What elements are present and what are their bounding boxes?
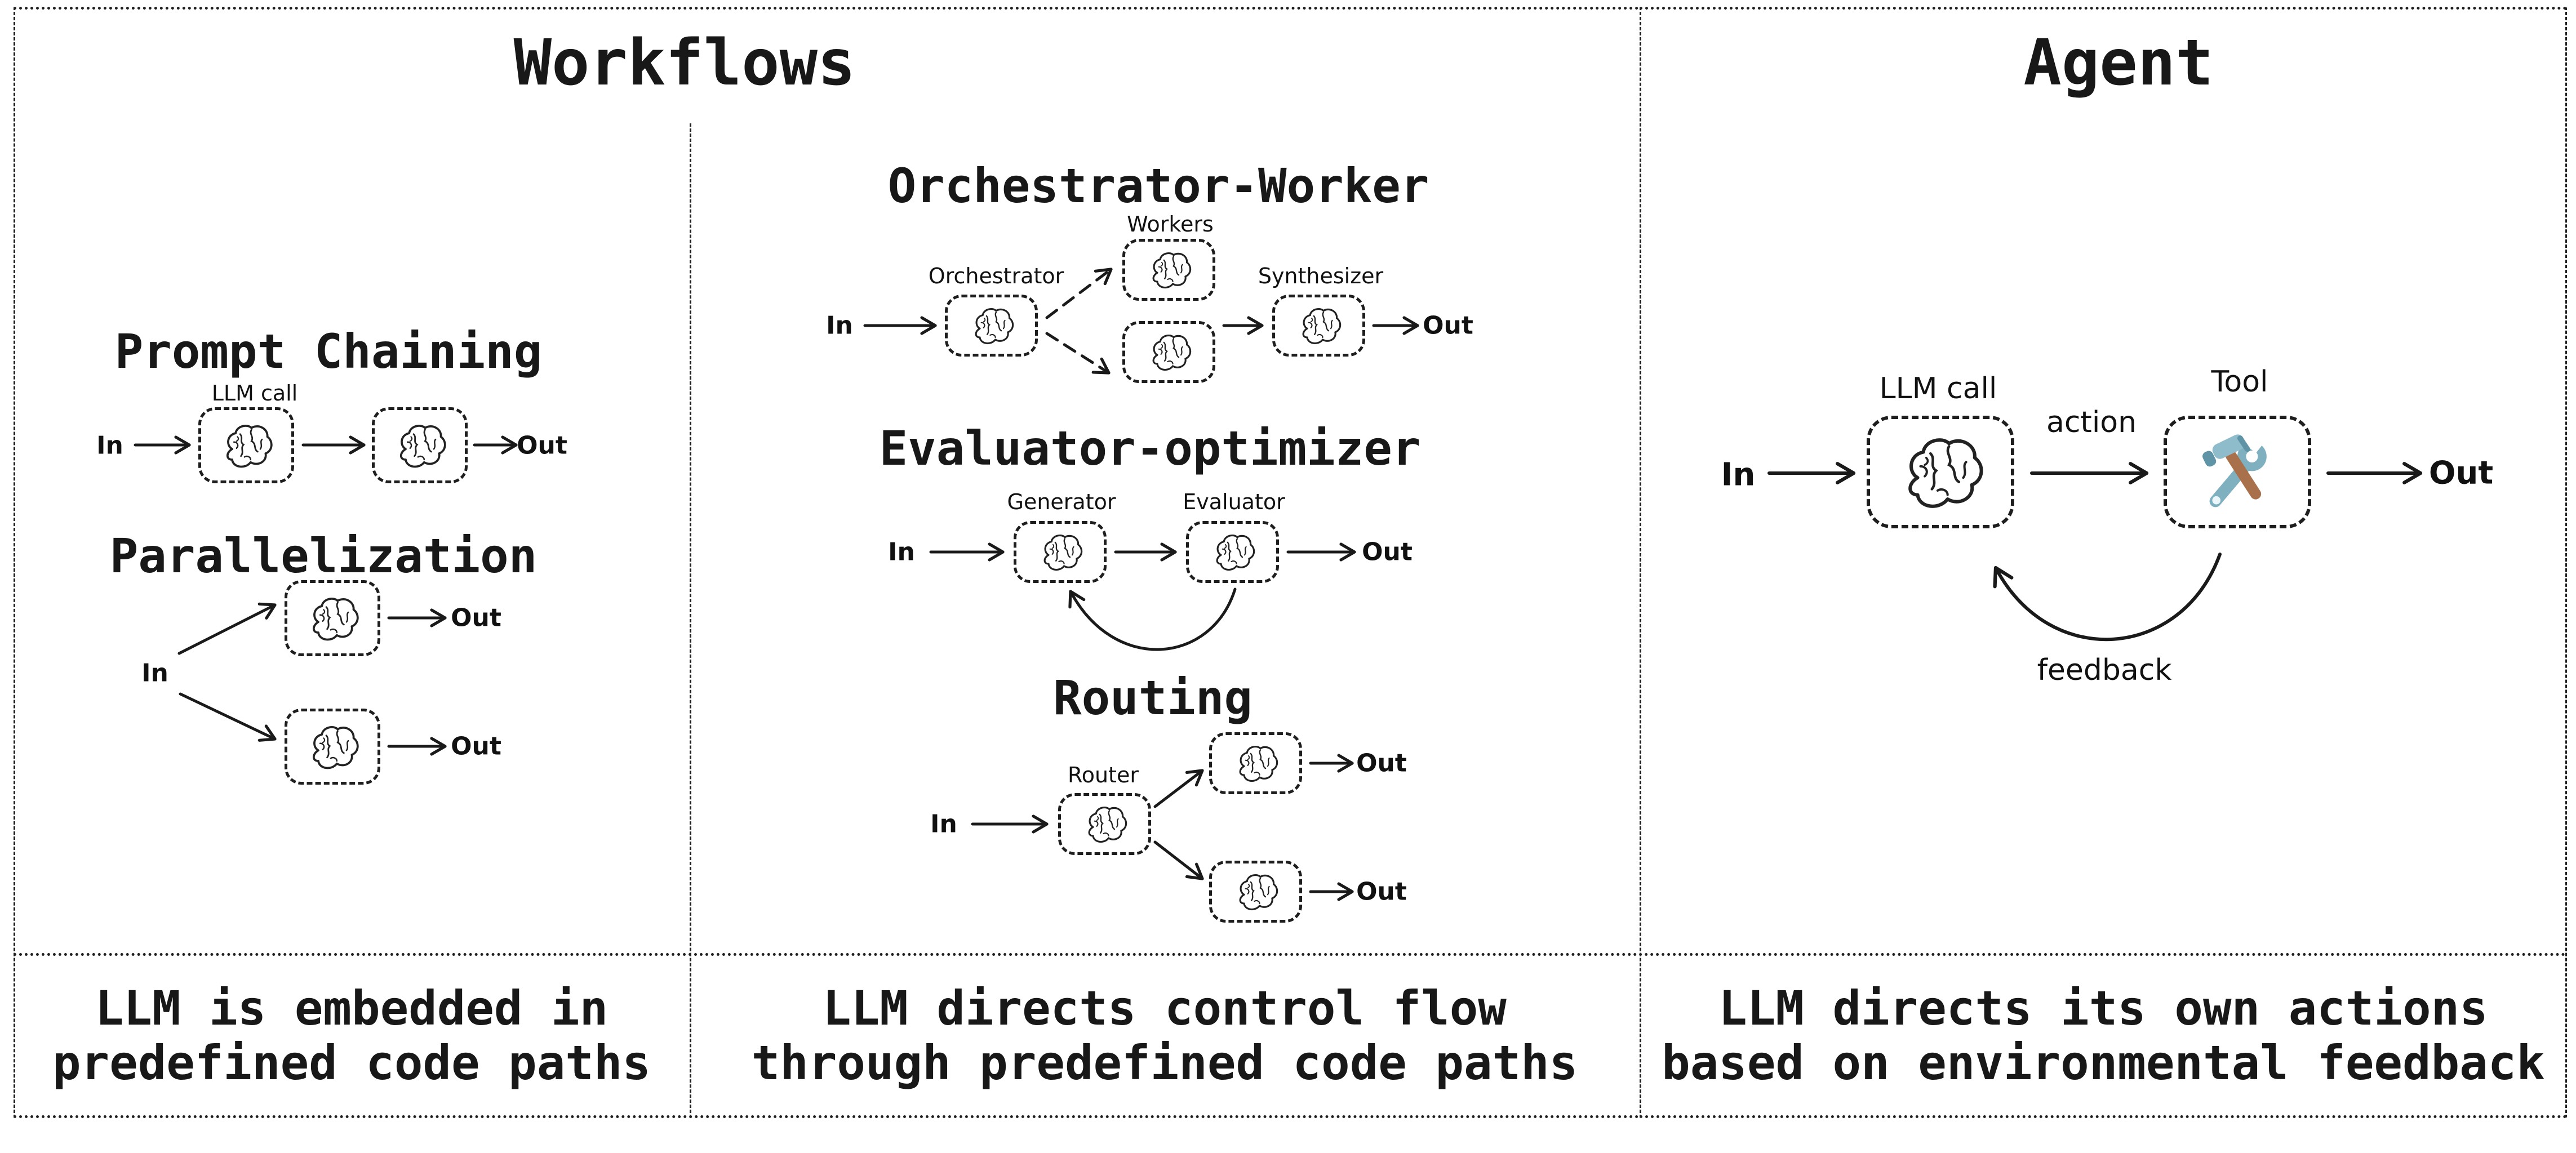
prompt-chaining-in-label: In [96,431,123,460]
caption-line: through predefined code paths [751,1035,1578,1090]
prompt-chaining-llm-call-label: LLM call [211,381,298,406]
caption-line: based on environmental feedback [1662,1035,2545,1090]
caption-line: predefined code paths [52,1035,651,1090]
brain-icon [968,302,1015,349]
router-label: Router [1068,763,1139,787]
evaluator-node [1186,521,1279,583]
agent-llm-call-node [1867,416,2014,528]
orchestrator-worker-in-label: In [826,311,853,340]
prompt-chaining-llm-node-2 [372,407,468,483]
routing-target-node-bottom [1209,861,1302,923]
synthesizer-node [1272,295,1365,357]
brain-icon [1895,426,1986,518]
routing-heading: Routing [1052,670,1253,725]
prompt-chaining-out-label: Out [517,431,567,460]
orchestrator-worker-out-label: Out [1423,311,1473,340]
routing-in-label: In [930,809,957,839]
prompt-chaining-heading: Prompt Chaining [114,324,543,379]
evaluator-optimizer-out-label: Out [1362,537,1413,567]
parallelization-in-label: In [141,658,168,688]
evaluator-label: Evaluator [1183,489,1285,514]
agent-tool-node [2164,416,2311,528]
workflows-panel [14,7,1640,1118]
agent-title: Agent [2023,26,2214,100]
agent-in-label: In [1721,456,1756,493]
worker-node-top [1122,239,1215,301]
brain-icon [1145,246,1193,293]
agent-panel [1640,7,2567,1118]
caption-line: LLM is embedded in [95,980,609,1036]
brain-icon [392,417,448,474]
brain-icon [218,417,274,474]
generator-node [1014,521,1107,583]
brain-icon [1232,740,1280,787]
brain-icon [1037,528,1084,576]
parallelization-llm-node-bottom [285,709,380,785]
routing-out-top-label: Out [1356,749,1407,778]
brain-icon [304,719,361,775]
caption-line: LLM directs its own actions [1718,980,2488,1036]
brain-icon [1145,328,1193,376]
orchestrator-node [945,295,1038,357]
worker-node-bottom [1122,321,1215,383]
evaluator-optimizer-in-label: In [888,537,915,567]
router-node [1058,793,1151,855]
workflows-title: Workflows [513,26,856,100]
parallelization-heading: Parallelization [109,528,538,584]
parallelization-out-bottom-label: Out [451,732,501,761]
brain-icon [1232,868,1280,915]
agent-action-label: action [2046,406,2137,439]
workflows-caption-left: LLM is embedded in predefined code paths [14,958,690,1114]
workflows-caption-right: LLM directs control flow through predefi… [690,958,1640,1114]
brain-icon [304,590,361,647]
workers-label: Workers [1127,212,1214,237]
parallelization-out-top-label: Out [451,603,501,633]
workflows-column-divider [690,123,691,1118]
routing-out-bottom-label: Out [1356,877,1407,906]
agent-tool-label: Tool [2211,365,2268,399]
caption-row-separator [14,953,2567,956]
parallelization-llm-node-top [285,580,380,656]
agent-feedback-label: feedback [2037,653,2172,687]
orchestrator-worker-heading: Orchestrator-Worker [887,158,1429,213]
agent-llm-call-label: LLM call [1879,372,1997,406]
brain-icon [1081,800,1129,848]
evaluator-optimizer-heading: Evaluator-optimizer [879,421,1421,476]
brain-icon [1209,528,1256,576]
brain-icon [1295,302,1343,349]
orchestrator-label: Orchestrator [928,264,1064,288]
caption-line: LLM directs control flow [823,980,1507,1036]
routing-target-node-top [1209,732,1302,794]
hammer-and-wrench-icon [2192,426,2283,518]
agent-out-label: Out [2428,455,2494,492]
agent-caption: LLM directs its own actions based on env… [1640,958,2567,1114]
synthesizer-label: Synthesizer [1258,264,1384,288]
generator-label: Generator [1007,489,1116,514]
prompt-chaining-llm-node-1 [198,407,294,483]
